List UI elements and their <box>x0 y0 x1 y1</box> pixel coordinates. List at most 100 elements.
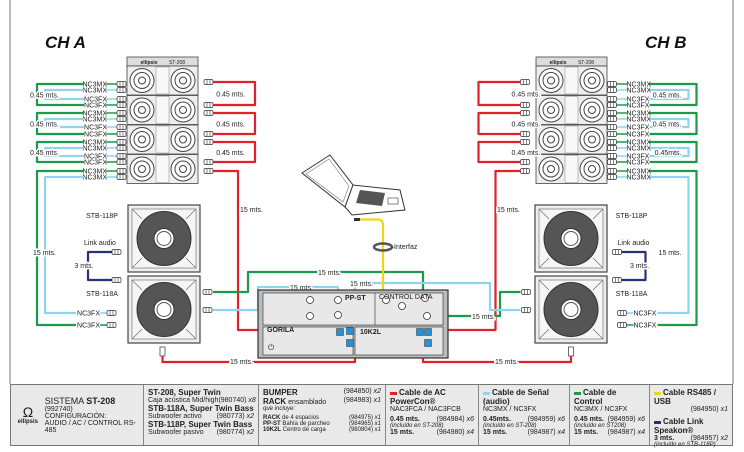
cable-qty: x6 <box>637 416 645 423</box>
10k2l-label: 10K2L <box>360 329 382 336</box>
driver-dust-cap <box>179 106 187 114</box>
driver-dust-cap <box>588 135 596 144</box>
sub-corner-line <box>185 208 197 220</box>
system-prefix: SISTEMA <box>44 396 84 406</box>
xlr-connector-icon <box>116 174 127 180</box>
cable-color-swatch <box>654 420 661 424</box>
rack-item: RACK de 4 espacios(984975) x1 <box>263 415 381 421</box>
nc3fx-label: NC3FX <box>84 125 107 132</box>
cable-length: 3 mts. <box>654 435 675 442</box>
product-title: STB-118P, Super Twin Bass <box>148 420 253 429</box>
driver-cone <box>583 101 601 119</box>
connector-body <box>202 289 213 295</box>
control-cable-15 <box>35 169 84 327</box>
rack-item-desc: Bahía de parcheo <box>282 421 330 427</box>
connector-body <box>116 110 127 116</box>
rack-code: (984983) <box>343 397 372 404</box>
legend-system: Ω ellipsis SISTEMA ST-208 (992740) CONFI… <box>11 385 144 445</box>
cable-code: (984980) <box>436 429 465 436</box>
xlr-connector-icon <box>607 153 617 159</box>
nc3mx-label: NC3MX <box>627 117 652 124</box>
ac-cable-0.45 <box>213 111 257 136</box>
cable-qty: x6 <box>466 416 474 423</box>
usb-connector-icon <box>354 218 360 221</box>
rack-title: RACK <box>263 397 287 406</box>
bumper-model-label: ST-208 <box>169 60 185 66</box>
powercon-connector-icon <box>520 110 530 116</box>
powercon-connector-icon <box>203 110 214 116</box>
channel-a-title: CH A <box>45 33 86 52</box>
cable-title: Cable de Señal (audio) <box>483 388 549 406</box>
cable-code: (984984) <box>436 416 465 423</box>
nc3fx-label: NC3FX <box>627 132 650 139</box>
nc3fx-label: NC3FX <box>634 311 657 318</box>
cable-length: 0.45 mts. <box>574 416 604 423</box>
driver-dust-cap <box>547 76 555 85</box>
connector-body <box>607 131 617 137</box>
stb-118p-a <box>127 204 201 273</box>
sub-corner-line <box>538 279 550 291</box>
sub-corner-line <box>185 257 197 269</box>
cabinet-center-panel <box>155 96 170 124</box>
powercon-jack-icon <box>424 328 432 336</box>
rack-item-qty: x1 <box>374 427 381 433</box>
short-cable-length-label: 0.45 mts. <box>30 150 59 157</box>
powercon-connector-icon <box>203 102 214 108</box>
connector-body <box>521 307 531 313</box>
nc3fx-label: NC3FX <box>84 160 107 167</box>
powercon-connector-icon <box>568 346 574 357</box>
driver-cone <box>542 101 560 119</box>
cable-code: (984987) <box>527 429 556 436</box>
driver-dust-cap <box>138 76 146 85</box>
rack-qty: x1 <box>373 397 381 404</box>
nc3fx-label: NC3FX <box>627 160 650 167</box>
rack-item: 10K2L Centro de carga(980804) x1 <box>263 427 381 433</box>
cable-note: (incluido en ST-208) <box>483 423 537 429</box>
bumper <box>535 56 608 67</box>
powercon-jack-icon <box>336 328 344 336</box>
driver-cone <box>133 101 151 119</box>
xlr-connector-icon <box>521 307 531 313</box>
ac-long-length-label: 15 mts. <box>497 207 520 214</box>
connector-body <box>111 277 122 283</box>
connector-body <box>116 139 127 145</box>
driver-dust-cap <box>138 135 146 144</box>
powercon-connector-icon <box>203 131 214 137</box>
product-code: (980773) <box>216 413 245 420</box>
laptop-touchpad <box>387 197 399 205</box>
connector-body <box>116 102 127 108</box>
xlr-connector-icon <box>607 96 617 102</box>
rack-includes: que incluye: <box>263 406 296 412</box>
connector-body <box>111 249 122 255</box>
product-code: (980774) <box>216 429 245 436</box>
driver-cone <box>133 131 151 148</box>
connector-body <box>116 116 127 122</box>
bumper-title: BUMPER <box>263 388 298 397</box>
xlr-connector-icon <box>617 322 627 328</box>
cable-note: (incluido en STB-118P) <box>654 442 716 448</box>
signal-cable-0.45 <box>649 146 690 158</box>
connector-body <box>116 159 127 165</box>
cable-length: 0.45mts. <box>483 416 512 423</box>
nc3mx-label: NC3MX <box>82 88 107 95</box>
product-title: ST-208, Super Twin <box>148 388 221 397</box>
woofer-center <box>156 302 172 317</box>
rack-item-name: 10K2L <box>263 427 282 433</box>
control-cable-15 <box>649 169 698 327</box>
cable-title: Cable de Control <box>574 388 617 406</box>
stb-118a-label: STB-118A <box>86 291 118 298</box>
cable-code: (984959) <box>607 416 636 423</box>
nc3fx-label: NC3FX <box>77 311 100 318</box>
connector-body <box>520 139 530 145</box>
xlr-connector-icon <box>607 168 617 174</box>
sub-corner-line <box>131 279 143 291</box>
driver-cone <box>174 72 192 89</box>
